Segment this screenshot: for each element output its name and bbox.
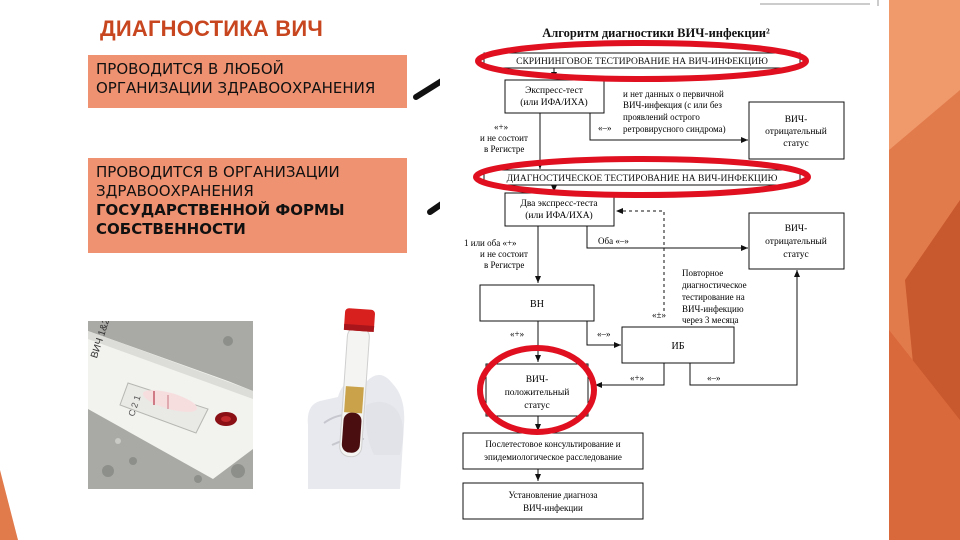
page-top-border [760,0,879,6]
screening-negative-note: ВИЧ-инфекция (с или без [623,100,722,110]
repeat-testing-note: тестирование на [682,292,745,302]
screening-highlight-ellipse [475,40,809,82]
repeat-testing-note: ВИЧ-инфекцию [682,304,744,314]
repeat-testing-note: Повторное [682,268,723,278]
screening-negative-note: и нет данных о первичной [623,89,724,99]
plus-not-registered-label: и не состоит [480,133,528,143]
left-bottom-accent [0,470,18,540]
ib-box: ИБ [621,326,735,364]
vn-box-label: ВН [530,299,544,310]
note-any-organization: ПРОВОДИТСЯ В ЛЮБОЙ ОРГАНИЗАЦИИ ЗДРАВООХР… [88,55,407,108]
plus-not-registered-label: «+» [494,122,508,132]
screening-negative-note: ретровирусного синдрома) [623,124,726,134]
negative-status-line: отрицательный [765,236,827,247]
plusminus-label: «±» [652,310,666,320]
hiv-diagnosis-flowchart: Алгоритм диагностики ВИЧ-инфекции² СКРИН… [440,0,889,540]
right-accent-triangle-mid [889,330,960,540]
counseling-line: Послетестовое консультирование и [485,439,620,449]
counseling-line: эпидемиологическое расследование [484,452,622,462]
positive-status-box: ВИЧ- положительный статус [485,363,589,417]
positive-status-line: статус [524,401,549,411]
negative-status-line: отрицательный [765,126,827,137]
diagnosis-line: Установление диагноза [508,490,597,500]
blood-tube-photo [304,305,412,489]
note-line: ЗДРАВООХРАНЕНИЯ [96,182,254,200]
negative-status-line: ВИЧ- [785,224,808,234]
positive-status-line: положительный [505,387,570,398]
note-line: ПРОВОДИТСЯ В ЛЮБОЙ [96,60,284,78]
negative-status-box-1: ВИЧ- отрицательный статус [748,101,845,160]
negative-status-box-2: ВИЧ- отрицательный статус [748,212,845,270]
counseling-box: Послетестовое консультирование и эпидеми… [462,432,644,470]
plus-not-registered-label: в Регистре [484,144,524,154]
two-express-tests-line: (или ИФА/ИХА) [525,210,592,221]
slide-title: ДИАГНОСТИКА ВИЧ [100,16,324,41]
diagnostic-header: ДИАГНОСТИЧЕСКОЕ ТЕСТИРОВАНИЕ НА ВИЧ-ИНФЕ… [507,174,778,184]
diagnosis-box: Установление диагноза ВИЧ-инфекции [462,482,644,520]
negative-status-line: ВИЧ- [785,115,808,125]
vn-plus-label: «+» [510,329,524,339]
note-line: ПРОВОДИТСЯ В ОРГАНИЗАЦИИ [96,163,340,181]
two-express-tests-line: Два экспресс-теста [520,199,598,209]
flowchart-title: Алгоритм диагностики ВИЧ-инфекции² [542,26,770,40]
note-line: ОРГАНИЗАЦИИ ЗДРАВООХРАНЕНИЯ [96,79,376,97]
note-line-bold: ГОСУДАРСТВЕННОЙ ФОРМЫ [96,201,345,219]
repeat-testing-note: диагностическое [682,280,747,290]
screening-header: СКРИНИНГОВОЕ ТЕСТИРОВАНИЕ НА ВИЧ-ИНФЕКЦИ… [516,57,768,67]
negative-status-line: статус [783,139,808,149]
two-express-tests-box: Два экспресс-теста (или ИФА/ИХА) [504,192,615,227]
rapid-test-photo: ВИЧ 1&2 C 2 1 [88,321,253,489]
express-test-box: Экспресс-тест (или ИФА/ИХА) [504,79,605,114]
diagnosis-line: ВИЧ-инфекции [523,503,583,513]
right-accent-triangle-light [889,0,960,150]
one-or-both-plus-label: 1 или оба «+» [464,238,517,248]
one-or-both-plus-label: в Регистре [484,260,524,270]
ib-plus-label: «+» [630,373,644,383]
screening-negative-note: проявлений острого [623,112,700,122]
positive-status-line: ВИЧ- [526,375,549,385]
note-line-bold: СОБСТВЕННОСТИ [96,220,246,238]
ib-box-label: ИБ [672,341,685,352]
negative-status-line: статус [783,250,808,260]
note-state-organization: ПРОВОДИТСЯ В ОРГАНИЗАЦИИ ЗДРАВООХРАНЕНИЯ… [88,158,407,253]
repeat-testing-note: через 3 месяца [682,315,739,325]
express-test-line: (или ИФА/ИХА) [520,97,587,108]
positive-status-highlight-ellipse [477,345,597,435]
one-or-both-plus-label: и не состоит [480,249,528,259]
both-minus-label: Оба «–» [598,236,629,246]
express-test-line: Экспресс-тест [525,86,584,96]
minus-label-screening: «–» [598,123,612,133]
vn-minus-label: «–» [597,329,611,339]
diagnostic-highlight-ellipse [473,156,811,198]
vn-box: ВН [479,284,595,322]
ib-minus-label: «–» [707,373,721,383]
